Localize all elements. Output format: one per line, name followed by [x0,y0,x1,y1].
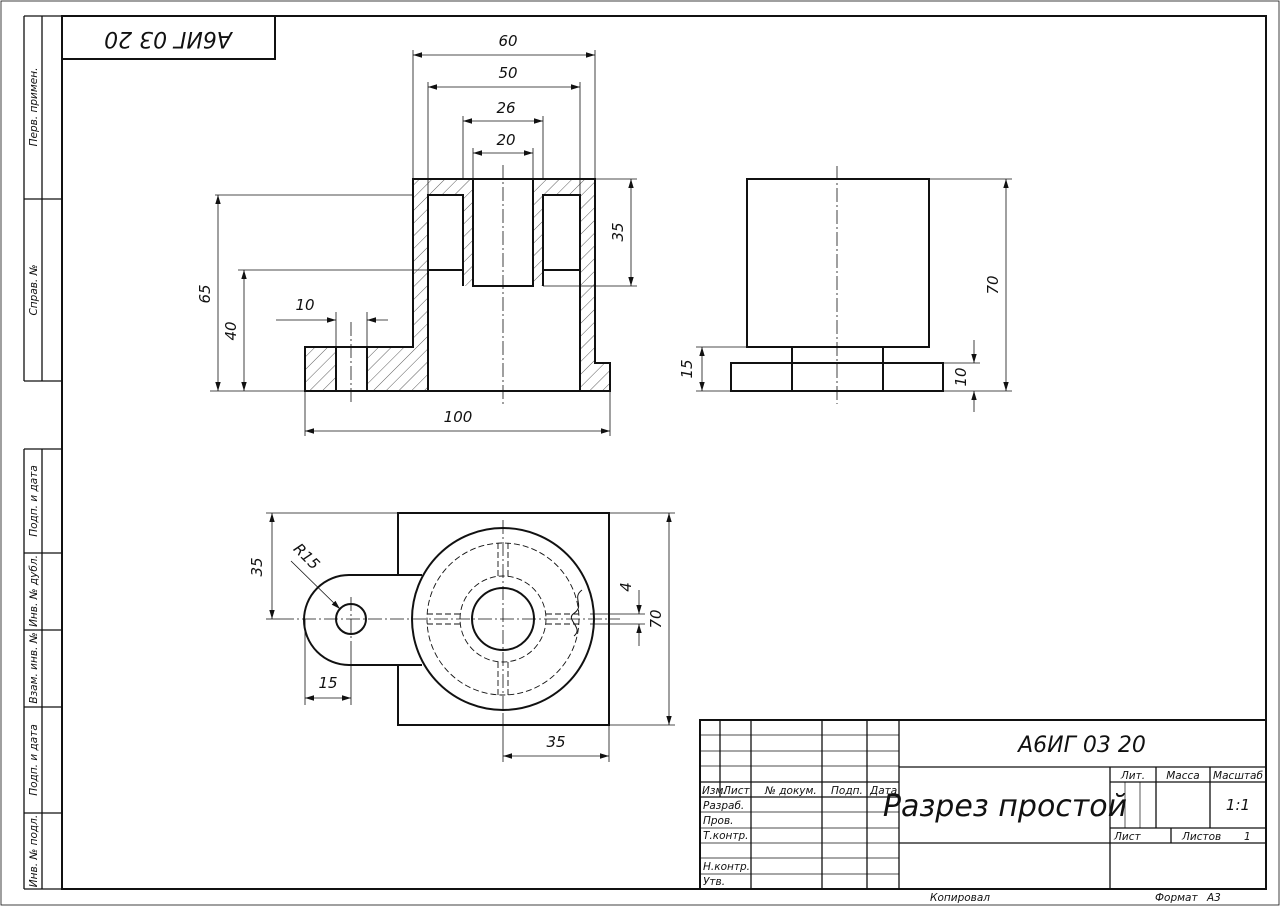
lit-label: Лит. [1120,770,1145,782]
dim-15-top: 15 [318,674,337,692]
top-view [280,512,620,726]
dim-15-side: 15 [678,359,696,378]
title-block-code: А6ИГ 03 20 [1016,733,1146,758]
row-prov: Пров. [703,815,734,827]
dim-100: 100 [444,408,473,426]
front-dimensions [210,50,637,436]
top-dimensions [266,512,675,762]
side-dimension-labels: 70 15 10 [678,275,1002,386]
front-view [304,165,611,405]
copied-label: Копировал [930,892,990,904]
dim-65: 65 [196,284,214,303]
row-razrab: Разраб. [703,800,744,812]
side-label-podp1: Подп. и дата [28,465,40,537]
sheets-total: 1 [1244,831,1251,843]
side-label-sprav: Справ. № [28,264,40,315]
dim-70-side: 70 [984,275,1002,294]
dim-20: 20 [496,131,515,149]
left-strip-labels: Перв. примен. Справ. № Подп. и дата Инв.… [28,68,40,888]
dim-10-side: 10 [952,367,970,386]
scale-label: Масштаб [1213,770,1263,782]
drawing-title: Разрез простой [883,789,1127,824]
side-label-inv-podl: Инв. № подл. [28,815,40,887]
side-label-perv: Перв. примен. [28,68,40,147]
dim-40: 40 [222,321,240,340]
dim-10: 10 [295,296,314,314]
col-data: Дата [869,785,897,797]
col-izm: Изм. [702,785,727,797]
format-value: А3 [1206,892,1221,904]
dim-60: 60 [498,32,517,50]
dim-26: 26 [496,99,515,117]
format-label: Формат [1155,892,1198,904]
side-view [730,166,944,404]
row-utv: Утв. [703,876,725,888]
dim-50: 50 [498,64,517,82]
dim-35-bottom: 35 [546,733,565,751]
sheet-label: Лист [1113,831,1141,843]
col-podp: Подп. [831,785,863,797]
title-block [699,719,1267,890]
mirrored-code-text: А6ИГ 03 20 [104,26,234,51]
title-block-text: А6ИГ 03 20 Разрез простой Изм. Лист № до… [702,733,1263,904]
dim-35-vert: 35 [609,222,627,241]
side-label-inv-dubl: Инв. № дубл. [28,555,40,627]
dim-35-top: 35 [248,557,266,576]
dim-4: 4 [617,582,635,592]
side-label-vzam: Взам. инв. № [28,632,40,703]
left-strip [23,15,62,890]
dim-r15: R15 [290,540,324,574]
scale-value: 1:1 [1226,796,1250,814]
side-label-podp2: Подп. и дата [28,724,40,796]
sheets-label: Листов [1181,831,1221,843]
mass-label: Масса [1166,770,1199,782]
front-dimension-labels: 60 50 26 20 35 65 40 10 100 [196,32,627,426]
col-doc: № докум. [764,785,817,797]
dim-70-top: 70 [647,609,665,628]
col-list: Лист [722,785,750,797]
row-tkontr: Т.контр. [703,830,749,842]
row-nkontr: Н.контр. [703,861,750,873]
mirrored-code-box: А6ИГ 03 20 [61,15,276,60]
side-dimensions [696,178,1012,412]
